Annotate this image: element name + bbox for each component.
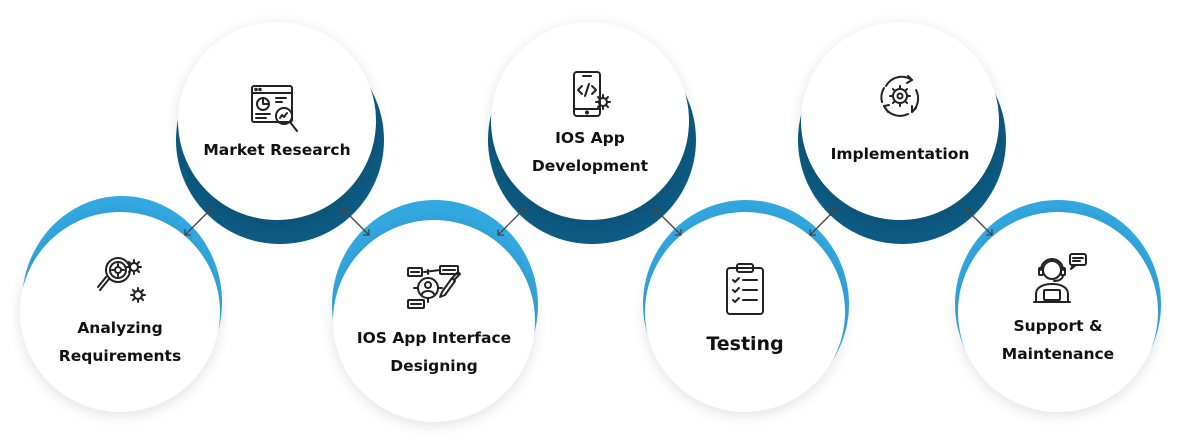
step-7-circle [958,212,1158,412]
step-3-label: IOS App Interface Designing [356,329,512,375]
step-5-label: Testing [706,333,784,355]
step-2-label: Market Research [203,141,351,159]
connector-arrow-3-4 [497,208,525,236]
magnifier-gear-icon [96,254,150,308]
step-7-label: Support & Maintenance [1001,317,1115,363]
step-4-circle [491,22,689,220]
step-1-circle [20,212,220,412]
support-agent-icon [1032,252,1088,306]
gear-cycle-icon [876,72,924,120]
connector-arrow-1-2 [184,208,212,236]
connector-arrow-4-5 [654,208,682,236]
connector-arrow-2-3 [342,208,370,236]
mobile-code-icon [570,70,614,120]
connector-arrow-5-6 [809,208,837,236]
step-1-label: Analyzing Requirements [58,319,182,365]
clipboard-checklist-icon [724,262,766,316]
step-6-label: Implementation [830,145,970,163]
step-6-circle [801,22,999,220]
design-pen-icon [406,264,462,314]
step-5-circle [645,212,845,412]
connector-arrow-6-7 [965,208,993,236]
chart-magnifier-icon [250,84,300,136]
step-3-circle [333,220,535,422]
step-4-label: IOS App Development [531,129,649,175]
